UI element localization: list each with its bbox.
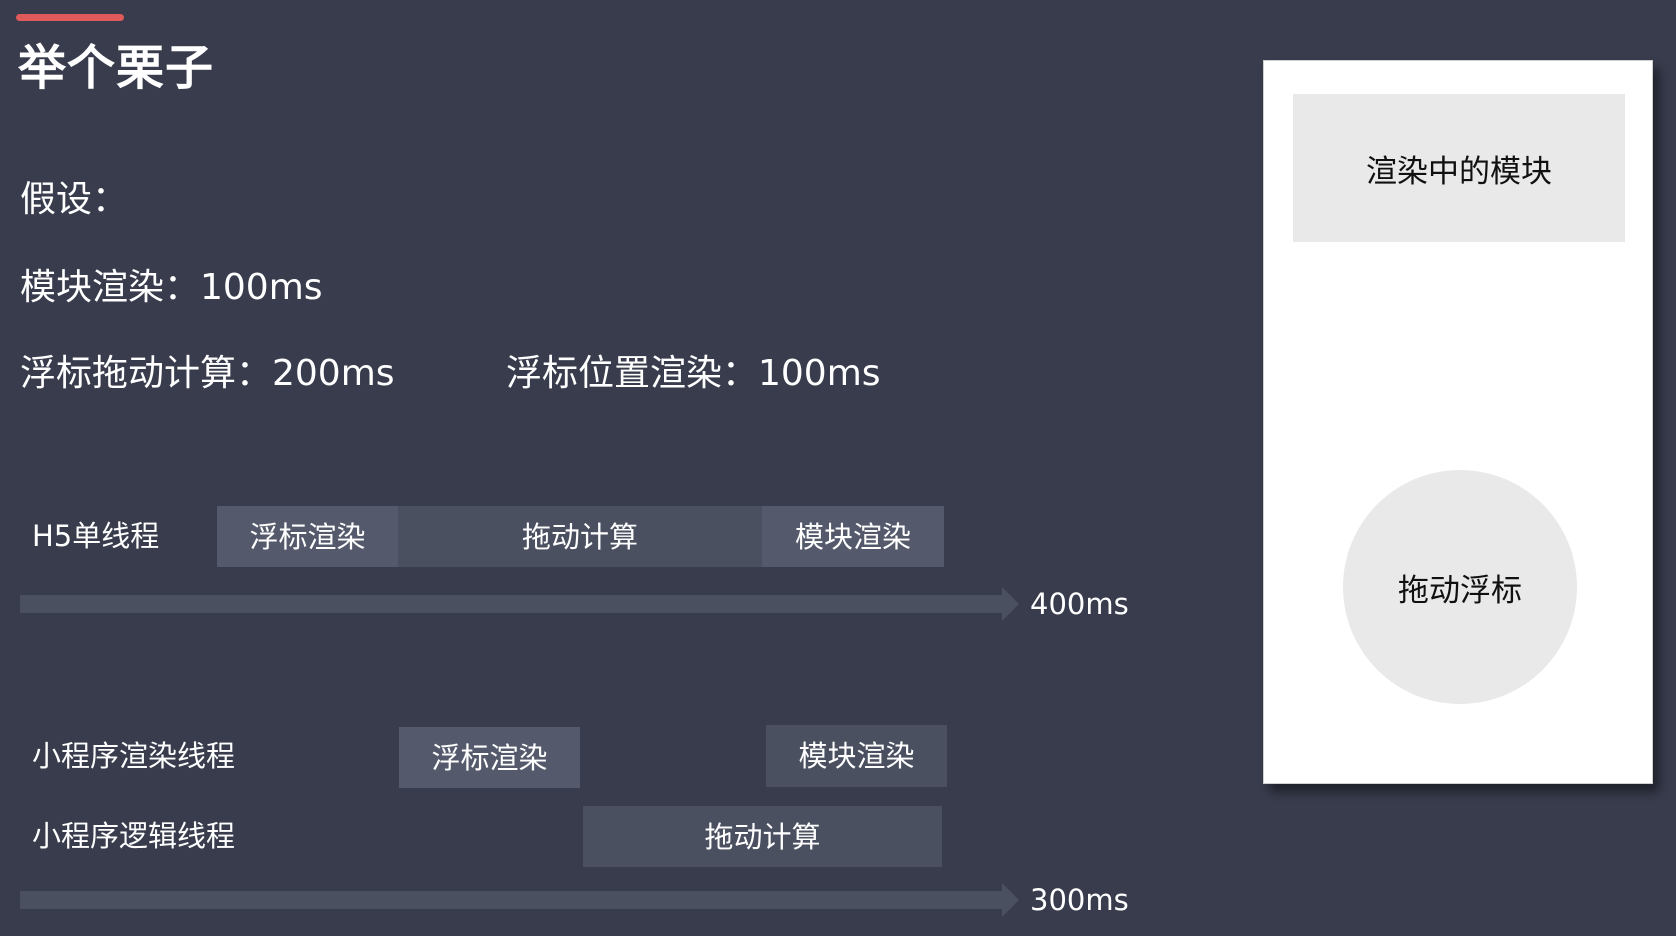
drag-float-button[interactable]: 拖动浮标	[1343, 470, 1577, 704]
lane-label-h5: H5单线程	[32, 519, 160, 553]
assumption-float-render: 浮标位置渲染：100ms	[506, 353, 881, 394]
drag-float-label: 拖动浮标	[1398, 572, 1522, 609]
assumption-drag-compute: 浮标拖动计算：200ms	[20, 353, 395, 394]
mp-block-drag-compute-label: 拖动计算	[704, 819, 821, 854]
mp-block-drag-compute: 拖动计算	[583, 806, 942, 867]
assumption-heading: 假设：	[20, 179, 129, 220]
page-title: 举个栗子	[18, 40, 215, 96]
h5-block-float-render: 浮标渲染	[217, 506, 398, 567]
accent-bar	[16, 14, 124, 21]
phone-mockup: 渲染中的模块 拖动浮标	[1263, 60, 1653, 784]
mp-block-float-render-label: 浮标渲染	[431, 740, 548, 775]
h5-block-drag-compute-label: 拖动计算	[521, 519, 638, 554]
mp-block-module-render: 模块渲染	[766, 725, 947, 787]
mp-block-module-render-label: 模块渲染	[798, 739, 915, 773]
lane-label-render-thread: 小程序渲染线程	[32, 739, 236, 773]
timeline-arrow-miniprogram	[20, 883, 1019, 917]
h5-block-module-render: 模块渲染	[762, 506, 944, 567]
h5-block-drag-compute: 拖动计算	[398, 506, 762, 567]
h5-block-module-render-label: 模块渲染	[794, 519, 911, 554]
assumption-module-render: 模块渲染：100ms	[20, 267, 323, 308]
total-time-miniprogram: 300ms	[1030, 883, 1129, 917]
rendering-module: 渲染中的模块	[1293, 94, 1625, 242]
total-time-h5: 400ms	[1030, 587, 1129, 621]
mp-block-float-render: 浮标渲染	[399, 727, 580, 788]
rendering-module-label: 渲染中的模块	[1366, 153, 1552, 190]
lane-label-logic-thread: 小程序逻辑线程	[32, 819, 236, 853]
h5-block-float-render-label: 浮标渲染	[249, 519, 366, 554]
timeline-arrow-h5	[20, 587, 1019, 621]
